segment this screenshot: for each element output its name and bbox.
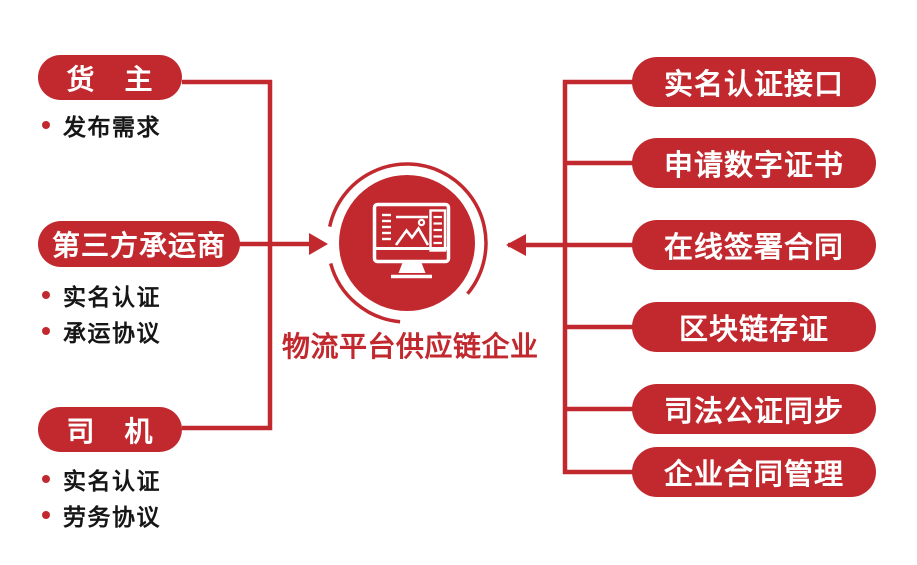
third-party-carrier-pill: 第三方承运商	[38, 221, 240, 267]
bullet-label: 实名认证	[63, 284, 161, 310]
bullet-label: 发布需求	[63, 114, 161, 140]
bullet-item: 承运协议	[42, 313, 161, 349]
bullet-label: 劳务协议	[63, 504, 161, 530]
cargo-owner-pill: 货 主	[38, 55, 182, 100]
side-panel-lines	[433, 215, 442, 245]
right-connector-lines	[508, 79, 633, 475]
picture-sun-icon	[417, 218, 426, 227]
bullet-dot-icon	[42, 327, 50, 335]
blockchain-evidence-pill: 区块链存证	[632, 302, 876, 352]
bullet-dot-icon	[42, 121, 50, 129]
bullet-dot-icon	[42, 475, 50, 483]
bullet-item: 发布需求	[42, 107, 161, 143]
digital-certificate-pill: 申请数字证书	[632, 138, 876, 188]
right-arrowhead-icon	[506, 234, 526, 256]
center-circle	[339, 175, 475, 311]
bullet-label: 实名认证	[63, 468, 161, 494]
bullet-dot-icon	[42, 291, 50, 299]
bullet-dot-icon	[42, 511, 50, 519]
bullet-item: 实名认证	[42, 277, 161, 313]
bullet-item: 实名认证	[42, 461, 161, 497]
judicial-notarization-pill: 司法公证同步	[632, 384, 876, 434]
online-sign-contract-pill: 在线签署合同	[632, 220, 876, 270]
center-ring	[327, 162, 488, 324]
monitor-stand	[398, 261, 426, 273]
picture-mountains-icon	[394, 226, 430, 246]
real-name-auth-api-pill: 实名认证接口	[632, 57, 876, 107]
screen-list-dashes	[382, 213, 391, 241]
contract-management-pill: 企业合同管理	[632, 447, 876, 497]
bullet-item: 劳务协议	[42, 497, 161, 533]
monitor-icon	[372, 202, 451, 279]
center-title: 物流平台供应链企业	[282, 331, 539, 362]
carrier-bullets: 实名认证 承运协议	[42, 277, 161, 349]
driver-pill: 司 机	[38, 407, 182, 452]
left-arrowhead-icon	[309, 233, 328, 255]
driver-bullets: 实名认证 劳务协议	[42, 461, 161, 533]
screen-side-panel	[429, 209, 447, 252]
bullet-label: 承运协议	[63, 320, 161, 346]
cargo-owner-bullets: 发布需求	[42, 107, 161, 143]
